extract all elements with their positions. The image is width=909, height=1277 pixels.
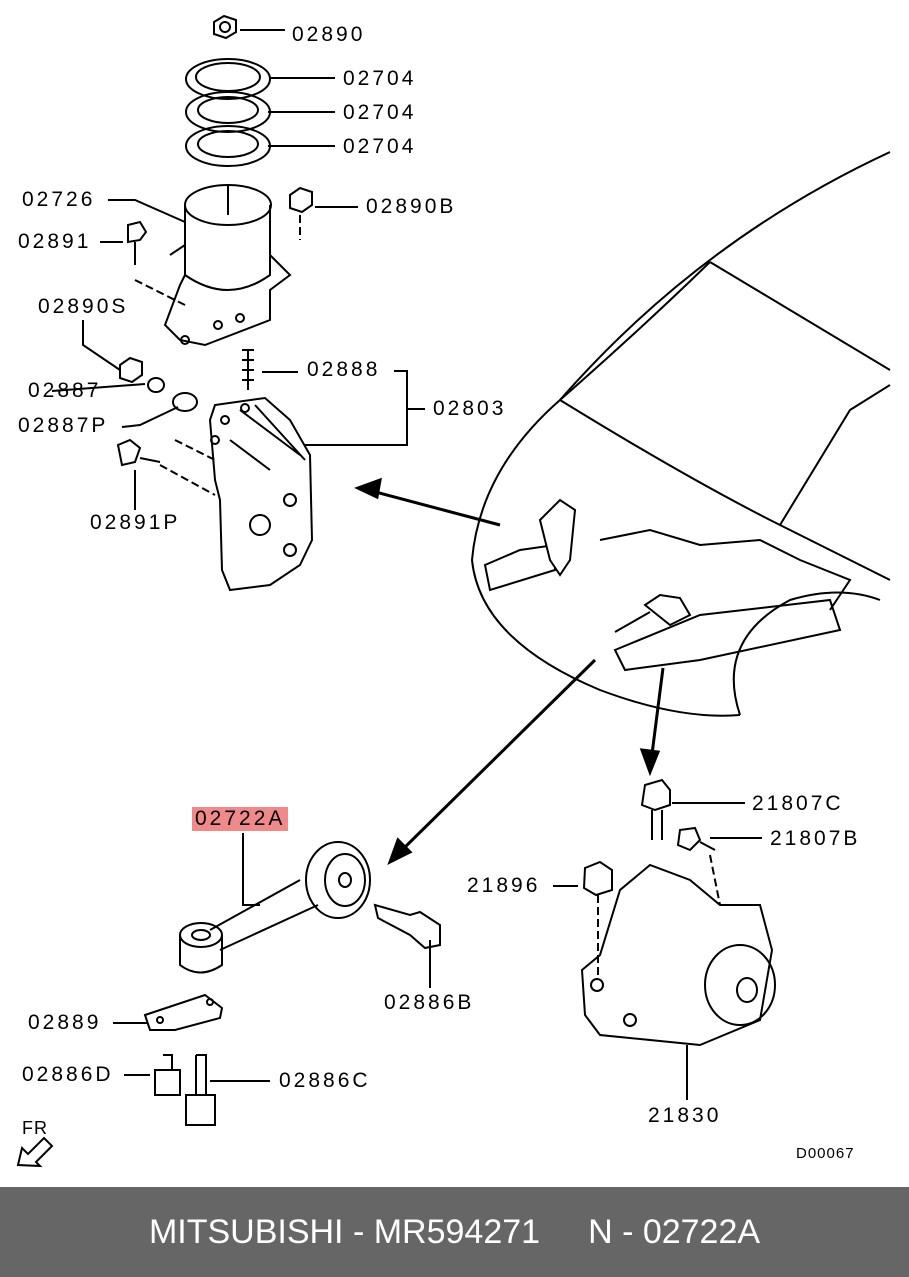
part-label: 02886D [22, 1063, 114, 1086]
part-label: 21807B [770, 827, 861, 850]
part-label: 21830 [648, 1104, 722, 1127]
part-label: 02886B [384, 991, 475, 1014]
part-label: 02726 [22, 188, 96, 211]
direction-arrows [354, 477, 665, 866]
part-label: 02887P [18, 414, 109, 437]
reference-number: N - 02722A [588, 1212, 761, 1251]
part-label: 02888 [307, 358, 381, 381]
front-label: FR [22, 1118, 48, 1138]
part-label: 02890S [38, 295, 129, 318]
highlighted-part-label: 02722A [192, 807, 289, 831]
part-label: 02891 [18, 230, 92, 253]
part-info-banner: MITSUBISHI - MR594271 N - 02722A [0, 1187, 909, 1277]
part-label: 02704 [343, 67, 417, 90]
part-label: 02890 [292, 23, 366, 46]
brand-part-number: MITSUBISHI - MR594271 [148, 1212, 541, 1251]
part-label: 02886C [279, 1069, 371, 1092]
vehicle-front-outline [470, 151, 891, 717]
exploded-view-drawing [16, 14, 891, 1168]
part-label: 02803 [433, 397, 507, 420]
lower-fasteners [143, 993, 224, 1126]
transmission-mount-part [580, 778, 776, 1047]
part-label: 02890B [366, 195, 457, 218]
part-label: 02704 [343, 101, 417, 124]
part-label: 02889 [28, 1011, 102, 1034]
engine-mount-upper-parts [119, 14, 313, 412]
front-direction-arrow-icon [16, 1136, 54, 1168]
part-label: 02704 [343, 135, 417, 158]
leader-lines [51, 29, 762, 1100]
part-label: 02887 [28, 379, 102, 402]
diagram-id: D00067 [796, 1145, 855, 1162]
part-label: 02891P [90, 511, 181, 534]
part-label: 21807C [752, 792, 844, 815]
torque-rod-part [179, 841, 441, 974]
engine-mount-bracket [116, 396, 314, 592]
part-label: 21896 [467, 874, 541, 897]
